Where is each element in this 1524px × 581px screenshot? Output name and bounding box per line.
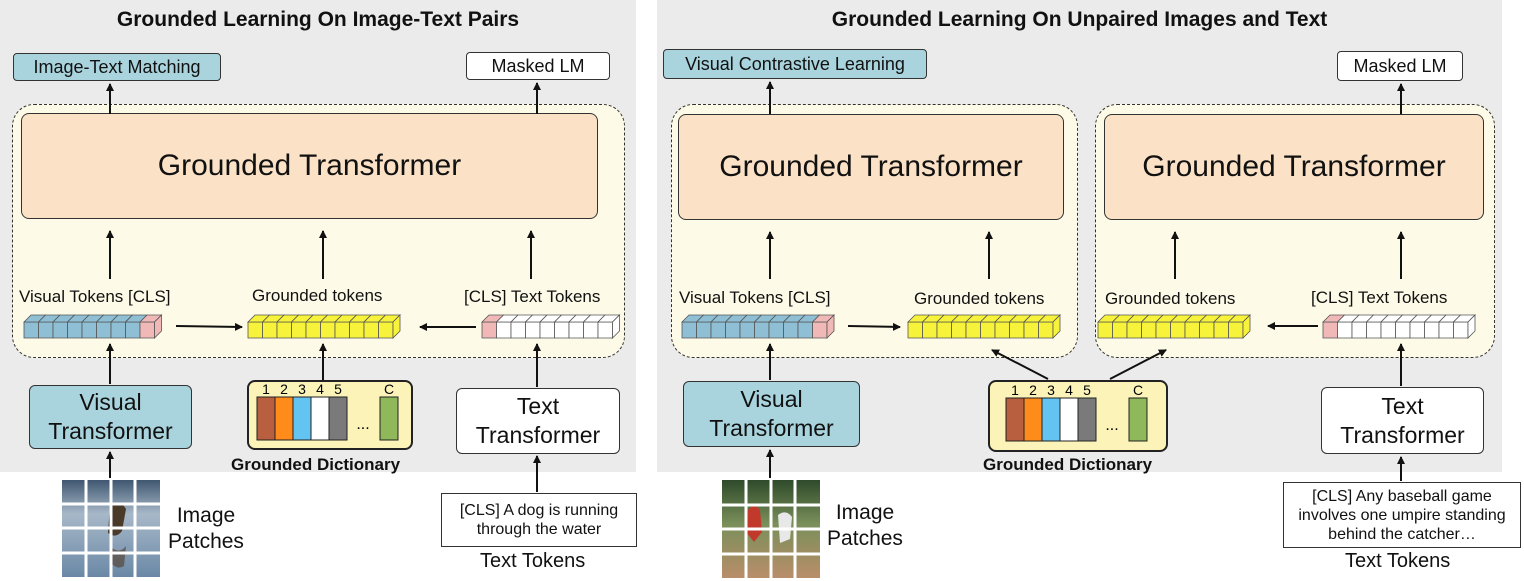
left-dictionary-caption: Grounded Dictionary bbox=[231, 455, 401, 474]
left-task-image-text-matching: Image-Text Matching bbox=[13, 53, 221, 81]
arrow-right-vis-to-grd bbox=[847, 322, 901, 331]
right-visual-transformer: Visual Transformer bbox=[683, 381, 860, 447]
right-text-input: [CLS] Any baseball game involves one ump… bbox=[1283, 482, 1521, 548]
left-image-grid bbox=[62, 480, 160, 577]
left-dict-slot-label: 2 bbox=[280, 381, 288, 397]
left-dict-slot-label: 5 bbox=[334, 381, 342, 397]
left-task-masked-lm: Masked LM bbox=[466, 52, 610, 80]
left-label-visual-tokens: Visual Tokens [CLS] bbox=[19, 287, 171, 306]
left-text-input: [CLS] A dog is running through the water bbox=[441, 493, 637, 547]
arrow-right-dict-to-right bbox=[1109, 349, 1167, 380]
right-dict-slot-label: 2 bbox=[1029, 382, 1037, 398]
right-visual-token-strip bbox=[681, 314, 835, 339]
left-label-grounded-tokens: Grounded tokens bbox=[252, 286, 383, 305]
right-dict-slot-label: 5 bbox=[1083, 382, 1091, 398]
left-dict-slot-label: 3 bbox=[298, 381, 306, 397]
right-dict-ellipsis: ... bbox=[1105, 417, 1118, 434]
right-dictionary-caption: Grounded Dictionary bbox=[983, 455, 1153, 474]
right-dict-slot-label: 4 bbox=[1065, 382, 1073, 398]
left-visual-transformer: Visual Transformer bbox=[29, 385, 192, 449]
right-text-token-strip bbox=[1322, 314, 1476, 339]
left-dict-ellipsis: ... bbox=[356, 416, 369, 433]
left-label-text-tokens: [CLS] Text Tokens bbox=[464, 287, 601, 306]
left-dict-slot-label: C bbox=[384, 381, 394, 397]
left-title: Grounded Learning On Image-Text Pairs bbox=[116, 8, 520, 31]
left-text-token-strip bbox=[481, 314, 621, 339]
left-text-transformer: Text Transformer bbox=[456, 388, 620, 454]
right-text-transformer: Text Transformer bbox=[1321, 387, 1484, 454]
right-image-patches-caption: Image Patches bbox=[827, 501, 903, 550]
right-dict-slot-label: 1 bbox=[1011, 382, 1019, 398]
arrow-left-vis-to-grd bbox=[175, 322, 243, 331]
left-grounded-token-strip bbox=[247, 314, 401, 339]
right-grounded-token-strip-right bbox=[1097, 314, 1251, 339]
left-image-patches-caption: Image Patches bbox=[168, 504, 244, 553]
right-task-visual-contrastive: Visual Contrastive Learning bbox=[663, 49, 927, 79]
right-grounded-token-strip-left bbox=[907, 314, 1061, 339]
right-grounded-transformer-visual: Grounded Transformer bbox=[678, 114, 1064, 220]
right-task-masked-lm: Masked LM bbox=[1337, 51, 1463, 81]
right-grounded-transformer-text: Grounded Transformer bbox=[1104, 114, 1484, 220]
left-dict-slot-label: 4 bbox=[316, 381, 324, 397]
right-title: Grounded Learning On Unpaired Images and… bbox=[831, 8, 1328, 31]
right-label-visual-tokens: Visual Tokens [CLS] bbox=[679, 288, 831, 307]
right-image-grid bbox=[722, 480, 820, 578]
left-dict-slot-label: 1 bbox=[262, 381, 270, 397]
arrow-right-dict-to-left bbox=[991, 349, 1049, 380]
left-visual-token-strip bbox=[23, 314, 163, 339]
right-dict-slot-label: 3 bbox=[1047, 382, 1055, 398]
right-label-grounded-tokens-right: Grounded tokens bbox=[1105, 289, 1236, 308]
right-label-grounded-tokens-left: Grounded tokens bbox=[914, 289, 1045, 308]
right-text-tokens-caption: Text Tokens bbox=[1345, 550, 1451, 572]
left-grounded-transformer: Grounded Transformer bbox=[21, 113, 598, 219]
left-text-tokens-caption: Text Tokens bbox=[480, 550, 586, 572]
right-dict-slot-label: C bbox=[1133, 382, 1143, 398]
right-label-text-tokens: [CLS] Text Tokens bbox=[1311, 288, 1448, 307]
